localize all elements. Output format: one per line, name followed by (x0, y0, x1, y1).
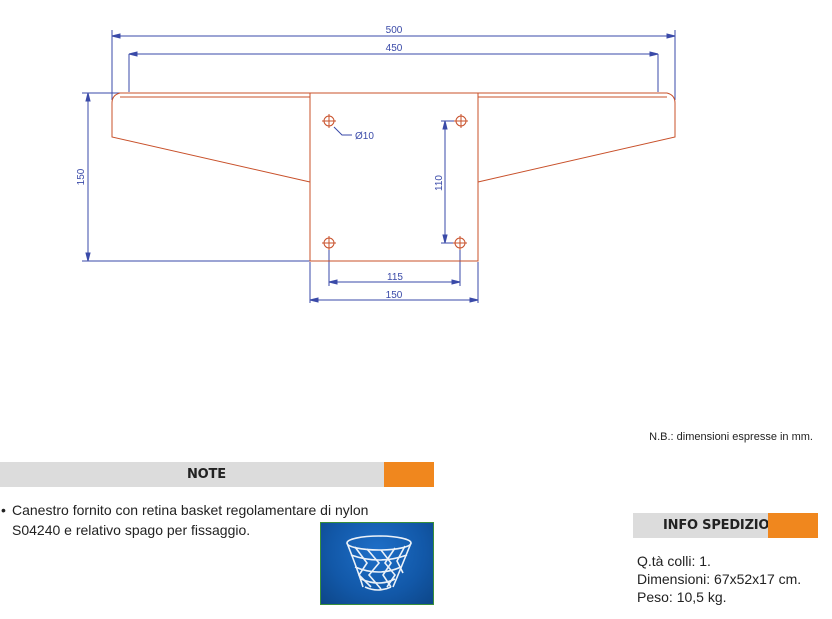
note-accent (384, 462, 434, 487)
hole-bottom-left (322, 236, 336, 250)
shipping-header-bar: INFO SPEDIZIONE (633, 513, 818, 538)
note-text: Canestro fornito con retina basket regol… (12, 502, 369, 538)
dimensions-note: N.B.: dimensioni espresse in mm. (649, 431, 813, 443)
shipping-packages: Q.tà colli: 1. (637, 553, 711, 569)
dim-label-115: 115 (387, 272, 403, 283)
dim-label-height: 150 (76, 168, 87, 185)
note-header-bar: NOTE (0, 462, 434, 487)
dim-label-500: 500 (386, 25, 403, 36)
dim-label-450: 450 (386, 43, 403, 54)
shipping-dimensions: Dimensioni: 67x52x17 cm. (637, 571, 802, 587)
note-body: • Canestro fornito con retina basket reg… (0, 500, 370, 540)
hole-top-right (454, 114, 468, 128)
net-icon (346, 535, 412, 591)
note-title: NOTE (187, 467, 226, 482)
hole-bottom-right (453, 236, 467, 250)
shipping-accent (768, 513, 818, 538)
right-wing (477, 92, 676, 183)
shipping-weight: Peso: 10,5 kg. (637, 589, 727, 605)
hole-top-left (322, 114, 336, 128)
technical-drawing: 500 450 150 Ø10 110 115 150 (76, 25, 676, 303)
dim-label-diameter: Ø10 (355, 131, 374, 142)
bullet-icon: • (1, 502, 6, 518)
shipping-title: INFO SPEDIZIONE (663, 518, 789, 533)
basketball-net-image (320, 522, 434, 605)
mounting-plate (309, 92, 479, 262)
dim-label-plate: 150 (386, 290, 403, 301)
dim-label-110: 110 (434, 175, 445, 191)
shipping-info: Q.tà colli: 1. Dimensioni: 67x52x17 cm. … (637, 552, 801, 606)
left-wing (111, 92, 311, 183)
